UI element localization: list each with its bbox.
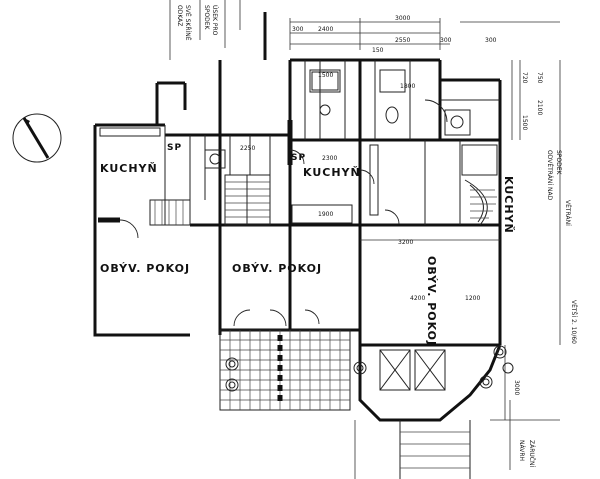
note-top-left: ODKAZ: [176, 5, 183, 26]
dim-label: 1900: [318, 211, 333, 218]
outer-walls: [93, 12, 502, 347]
room-label-sp-left: SP: [167, 143, 182, 153]
note-right: SPODEK: [555, 150, 562, 176]
room-label-kitchen-center: KUCHYŇ: [303, 166, 361, 179]
north-arrow-icon: [12, 113, 62, 163]
dim-label: 1800: [400, 83, 415, 90]
dim-label: 2550: [395, 37, 410, 44]
note-top-left: SPODEK: [203, 5, 210, 31]
dim-label: 3000: [395, 15, 410, 22]
dim-label: 1500: [521, 115, 528, 130]
terrace-grid: [219, 329, 351, 411]
dim-label: 3200: [398, 239, 413, 246]
dim-label: 1500: [318, 72, 333, 79]
note-right: VĚTRÁNÍ: [564, 200, 572, 226]
room-label-living-center: OBÝV. POKOJ: [232, 262, 322, 275]
front-steps: [399, 420, 471, 479]
interior-walls: [164, 60, 500, 225]
annotations: SPODEK ÚSEK PRO ODKAZ SVĚ SKŘÍNĚ ODVĚTRÁ…: [176, 5, 578, 467]
dim-label: 1200: [465, 295, 480, 302]
room-label-sp-center: SP: [291, 153, 306, 163]
room-label-kitchen-left: KUCHYŇ: [100, 162, 158, 175]
dim-label: 2100: [536, 100, 543, 115]
dim-label: 750: [536, 72, 543, 84]
note-right: VĚTŠÍ 2. 10/60: [570, 300, 578, 344]
dimension-labels: 3000 2400 2550 150 300 300 300 1500 2300…: [240, 15, 543, 395]
kitchen-counters: [99, 127, 498, 224]
note-right: NÁVRH: [518, 440, 525, 461]
note-right: ZÁRUČNÍ: [528, 440, 535, 467]
ornament-icons: [225, 345, 514, 392]
staircase-right: [464, 179, 497, 226]
dim-label: 300: [292, 26, 304, 33]
dim-label: 300: [485, 37, 497, 44]
staircase-small: [149, 199, 191, 226]
room-labels: KUCHYŇ KUCHYŇ KUCHYŇ OBÝV. POKOJ OBÝV. P…: [100, 143, 515, 346]
staircase-left: [224, 174, 271, 226]
room-label-living-right: OBÝV. POKOJ: [425, 256, 438, 346]
dim-label: 150: [372, 47, 384, 54]
dim-label: 300: [440, 37, 452, 44]
dim-label: 2300: [322, 155, 337, 162]
note-top-left: ÚSEK PRO: [211, 5, 218, 36]
dim-label: 720: [521, 72, 528, 84]
bay-window: [358, 344, 502, 422]
room-label-kitchen-right: KUCHYŇ: [502, 176, 515, 234]
note-right: ODVĚTRÁNÍ NAD: [546, 150, 554, 201]
bathroom-fixtures: [204, 69, 471, 169]
dim-label: 3000: [513, 380, 520, 395]
room-label-living-left: OBÝV. POKOJ: [100, 262, 190, 275]
dim-label: 2400: [318, 26, 333, 33]
dim-label: 2250: [240, 145, 255, 152]
dimension-lines: [169, 0, 561, 479]
dim-label: 4200: [410, 295, 425, 302]
note-top-left: SVĚ SKŘÍNĚ: [184, 5, 192, 41]
